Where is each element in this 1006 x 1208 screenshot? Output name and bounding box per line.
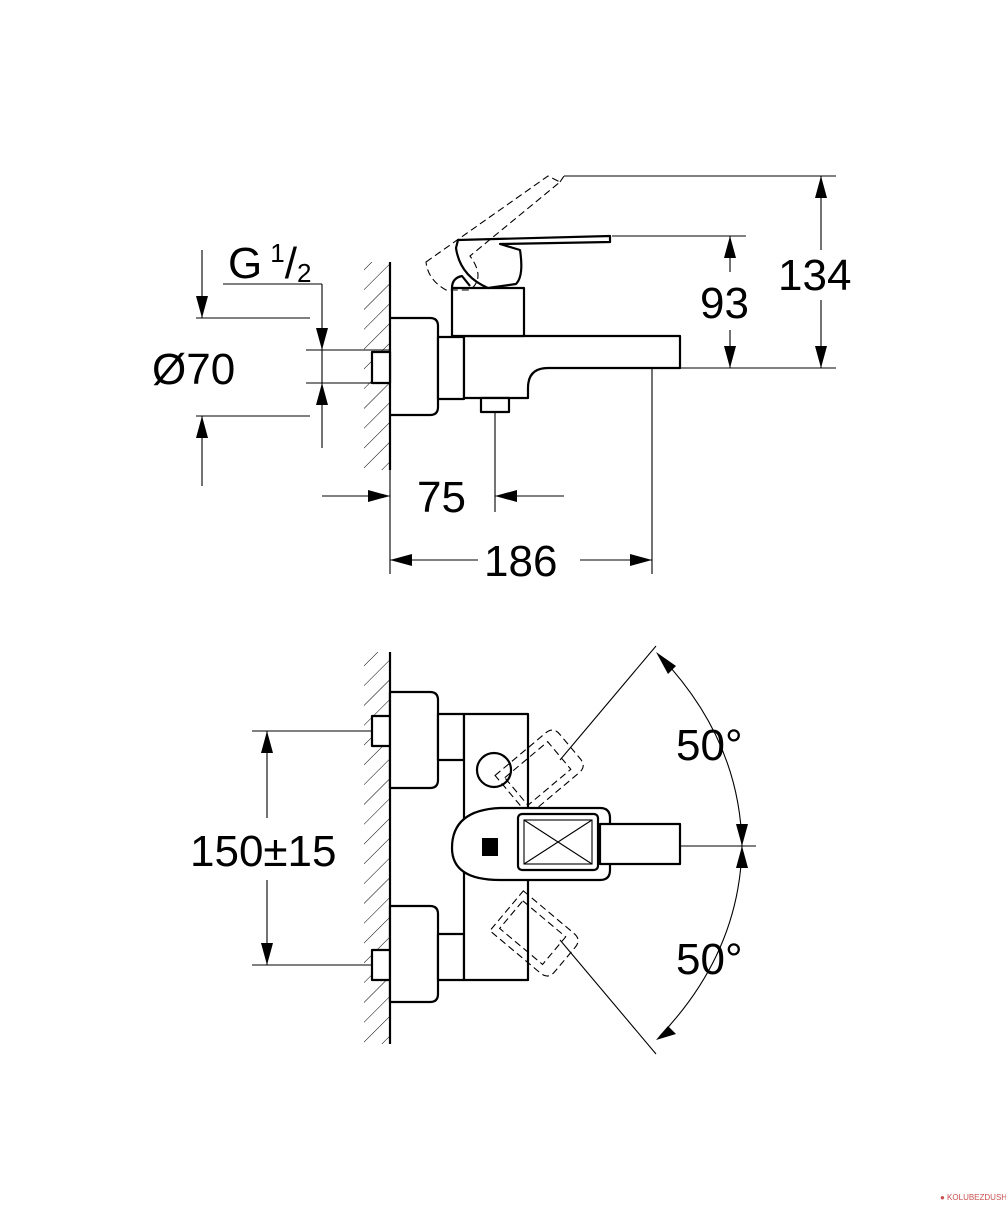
svg-text:G1/2: G1/2: [228, 238, 311, 288]
top-view: 150±15 50° 50°: [190, 645, 756, 1055]
s-union-connector: [370, 350, 392, 385]
body-flange: [436, 335, 466, 401]
wall-hatch-bottom: [364, 652, 390, 1044]
dim-93-label: 93: [700, 279, 749, 328]
thread-label-den: 2: [297, 258, 311, 288]
dim-75-label: 75: [417, 473, 466, 522]
dim-186-label: 186: [484, 537, 557, 586]
lever-rotated-dashed: [489, 729, 584, 977]
watermark: ● KOLUBEZDUSH: [940, 1193, 1006, 1202]
spout-body: [462, 334, 682, 400]
diameter-label: Ø70: [152, 345, 235, 394]
dim-134-label: 134: [778, 251, 851, 300]
brand-logo: [482, 838, 498, 856]
flange-bottom: [388, 904, 440, 1004]
flange-top: [388, 690, 440, 790]
lever-closed: [454, 234, 612, 290]
outlet: [479, 396, 511, 414]
connector-bottom: [370, 948, 392, 982]
lever-open-dashed: [425, 175, 562, 291]
diverter-knob: [475, 751, 513, 789]
thread-label-main: G: [228, 239, 262, 288]
angle-bottom-label: 50°: [676, 935, 743, 984]
thread-label-num: 1: [270, 238, 284, 268]
connector-top: [370, 714, 392, 748]
dim-center-label: 150±15: [190, 827, 337, 876]
lever-handle: [598, 822, 682, 866]
mixer-upper-body: [450, 286, 526, 338]
angle-top-label: 50°: [676, 721, 743, 770]
thread-label-sep: /: [285, 239, 298, 288]
